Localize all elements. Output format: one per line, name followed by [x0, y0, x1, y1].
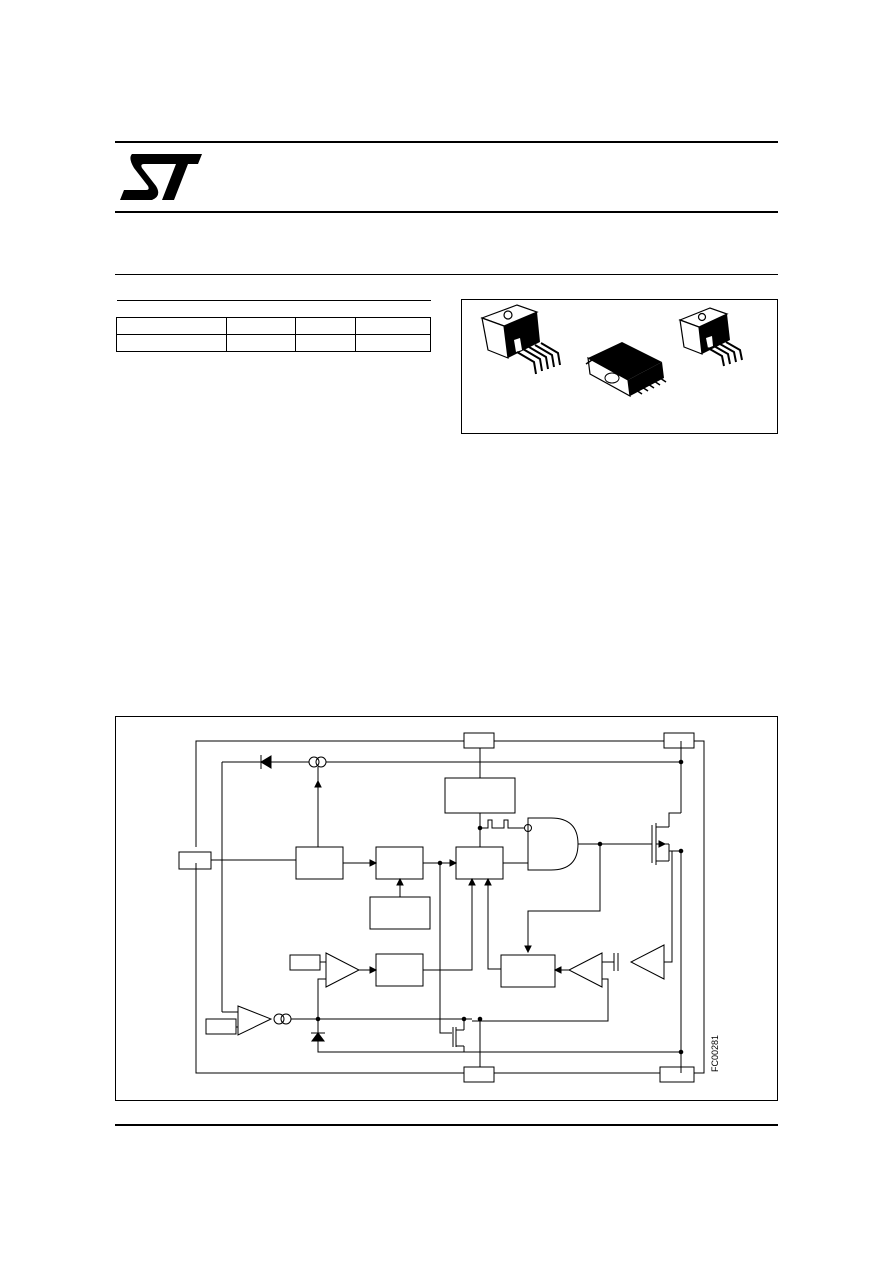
- figure-code: FC00281: [710, 1034, 720, 1072]
- pin-box-ref-input: [289, 954, 321, 971]
- diode-icon: [260, 755, 272, 769]
- block-diagram-box: [115, 716, 778, 1101]
- current-source-icon: [308, 756, 320, 768]
- powerso-package: [585, 342, 667, 398]
- table-header-row: [116, 300, 431, 318]
- amplifier-uv-icon: [237, 1005, 273, 1036]
- amplifier-mid-icon: [567, 952, 603, 988]
- block-error-amp: [375, 953, 424, 987]
- block-logic: [455, 846, 504, 880]
- to220-package-left: [480, 304, 561, 375]
- footer-rule: [115, 1124, 778, 1126]
- block-diagram: [178, 732, 705, 1083]
- block-top-control: [444, 777, 516, 814]
- amplifier-left-icon: [325, 952, 361, 988]
- amplifier-right-icon: [629, 944, 665, 980]
- zener-icon: [311, 1032, 325, 1042]
- header-bottom-rule: [115, 211, 778, 213]
- st-logo: [120, 154, 202, 200]
- package-images-box: [461, 299, 778, 434]
- block-reference: [369, 896, 431, 930]
- pin-box-bottom-right: [659, 1066, 695, 1083]
- package-illustration: [480, 304, 743, 398]
- pin-box-bottom-middle: [463, 1066, 495, 1083]
- title-divider-rule: [115, 274, 778, 275]
- pin-box-top-middle: [463, 732, 495, 749]
- block-regulator: [295, 846, 344, 880]
- block-current-limit: [500, 954, 556, 988]
- header-top-rule: [115, 141, 778, 143]
- pin-box-left-input: [178, 851, 212, 870]
- pin-box-top-right: [663, 732, 695, 749]
- table-row: [116, 334, 431, 352]
- table-row: [116, 317, 431, 335]
- block-oscillator: [375, 846, 424, 880]
- spec-table: [116, 300, 431, 352]
- and-gate-icon: [527, 817, 579, 871]
- to220-package-right: [678, 307, 743, 367]
- pin-box-uv-input: [205, 1018, 237, 1035]
